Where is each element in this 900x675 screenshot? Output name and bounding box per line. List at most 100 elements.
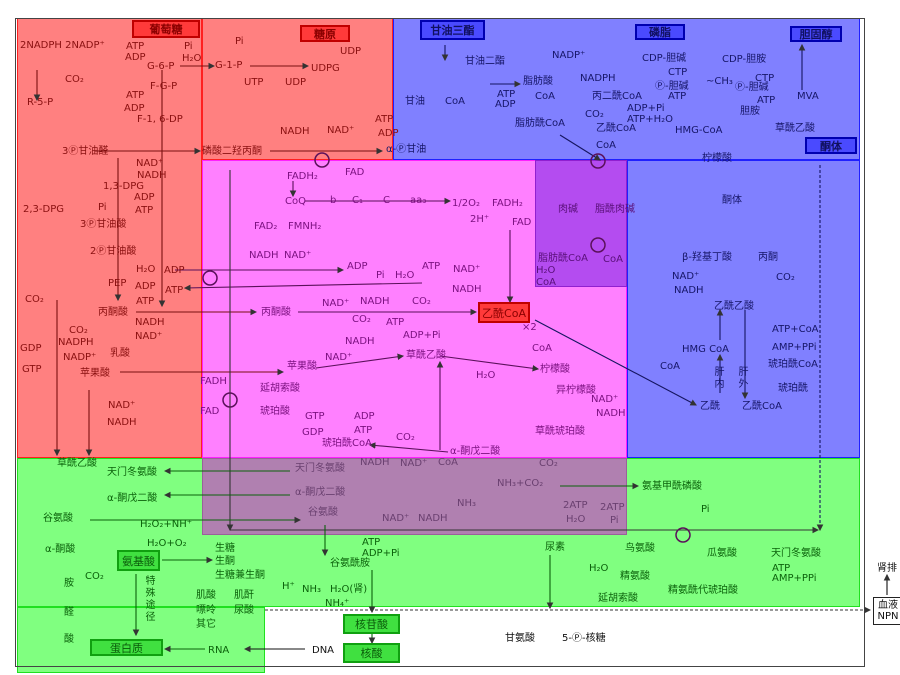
label-acetyl-coa2: 乙酰CoA <box>596 123 636 134</box>
label-akg3: α-酮戊二酸 <box>107 493 158 504</box>
label-hplus: H⁺ <box>282 581 295 592</box>
label-succinyl-coa2: 琥珀酰CoA <box>768 359 818 370</box>
nucleotide-box: 核苷酸 <box>343 614 400 634</box>
label-fatty-acyl-coa2: 脂肪酰CoA <box>538 253 588 264</box>
label-atp1: ATP <box>126 41 145 52</box>
phospholipid-box: 磷脂 <box>635 24 685 40</box>
label-dna: DNA <box>312 645 335 656</box>
label-atp8: ATP <box>386 317 405 328</box>
label-nh3co2: NH₃+CO₂ <box>497 478 544 489</box>
label-carbamoyl-p: 氨基甲酰磷酸 <box>642 481 702 492</box>
label-both: 生糖兼生酮 <box>215 570 265 581</box>
triglyceride-box: 甘油三酯 <box>420 20 485 40</box>
label-co2-3: CO₂ <box>69 325 88 336</box>
region-carbohydrate-top <box>202 18 393 160</box>
transporter-wheel-icon <box>675 527 691 543</box>
label-atp6: ATP <box>375 114 394 125</box>
label-dag: 甘油二酯 <box>465 56 505 67</box>
label-g6p: G-6-P <box>147 61 175 72</box>
region-carbohydrate-left <box>17 18 202 458</box>
label-ethanolamine: 胆胺 <box>740 106 760 117</box>
label-akg1: α-酮戊二酸 <box>450 446 501 457</box>
label-glu1: 谷氨酸 <box>308 507 338 518</box>
label-fad2: FAD <box>512 217 532 228</box>
label-atph2o: ATP+H₂O <box>627 114 673 125</box>
label-fatty-acid: 脂肪酸 <box>523 76 553 87</box>
label-cyt-b: b <box>330 195 337 206</box>
transporter-wheel-icon <box>590 153 606 169</box>
region-lipid-top <box>393 18 860 160</box>
label-nh3-1: NH₃ <box>457 498 477 509</box>
region-lipid-right <box>627 160 860 458</box>
label-aldehyde: 醛 <box>64 607 74 618</box>
label-pi7: Pi <box>376 270 385 281</box>
label-citrate2: 柠檬酸 <box>702 153 732 164</box>
label-succinate1: 琥珀酸 <box>260 406 290 417</box>
label-malate1: 苹果酸 <box>80 368 110 379</box>
label-nad5: NAD⁺ <box>284 250 312 261</box>
label-atp3: ATP <box>135 205 154 216</box>
label-f16dp: F-1, 6-DP <box>137 114 183 125</box>
label-akg2: α-酮戊二酸 <box>295 487 346 498</box>
label-isocitrate: 异柠檬酸 <box>556 385 596 396</box>
label-h2o2: H₂O <box>136 264 156 275</box>
label-asp1: 天门冬氨酸 <box>295 463 345 474</box>
label-adp5: ADP <box>135 281 156 292</box>
label-atp4: ATP <box>165 285 184 296</box>
label-glu2: 谷氨酸 <box>43 513 73 524</box>
label-hmg-coa2: HMG CoA <box>682 344 730 355</box>
cholesterol-box: 胆固醇 <box>790 26 842 42</box>
label-h2o10: H₂O <box>536 265 556 276</box>
label-liver-out: 肝外 <box>736 366 747 390</box>
label-nadh11: NADH <box>418 513 448 524</box>
label-nadh10: NADH <box>360 457 390 468</box>
label-nh3-2: NH₃ <box>302 584 322 595</box>
label-pi10: Pi <box>701 504 710 515</box>
label-co2-1: CO₂ <box>65 74 84 85</box>
label-coa4: CoA <box>535 91 555 102</box>
label-argininosuccinate: 精氨酰代琥珀酸 <box>668 585 738 596</box>
label-nad1: NAD⁺ <box>136 158 164 169</box>
label-acetone: 丙酮 <box>758 252 778 263</box>
label-fgp: F-G-P <box>150 81 178 92</box>
label-fad-2: FAD₂ <box>254 221 278 232</box>
label-co2-7: CO₂ <box>539 458 558 469</box>
label-fmnh2: FMNH₂ <box>288 221 322 232</box>
label-dhap: 磷酸二羟丙酮 <box>202 146 262 157</box>
label-coq: CoQ <box>285 196 306 207</box>
label-malonyl-coa: 丙二酰CoA <box>592 91 642 102</box>
label-fadh: FADH <box>200 376 227 387</box>
label-nadh12: NADH <box>674 285 704 296</box>
label-coa7: CoA <box>536 277 556 288</box>
label-fumarate2: 延胡索酸 <box>598 593 638 604</box>
label-lactate: 乳酸 <box>110 348 130 359</box>
label-pyruvate1: 丙酮酸 <box>98 307 128 318</box>
arrow-akg-to-succinylcoa <box>368 442 449 453</box>
label-citrulline: 瓜氨酸 <box>707 548 737 559</box>
label-h2o7: H₂O <box>395 270 415 281</box>
label-coa5: CoA <box>596 140 616 151</box>
label-atpcoa: ATP+CoA <box>772 324 819 335</box>
label-nad9: NAD⁺ <box>591 394 619 405</box>
label-gap: 3Ⓟ甘油醛 <box>62 146 109 157</box>
label-nad7: NAD⁺ <box>322 298 350 309</box>
transporter-wheel-icon <box>314 152 330 168</box>
label-pi1: Pi <box>184 41 193 52</box>
label-glycerol-p: α-Ⓟ甘油 <box>386 144 427 155</box>
label-ctp1: CTP <box>668 67 688 78</box>
label-other: 其它 <box>196 619 216 630</box>
label-creatine: 肌酸 <box>196 590 216 601</box>
label-acid: 酸 <box>64 634 74 645</box>
arrow-atp-back <box>183 282 423 292</box>
amino-acid-box: 氨基酸 <box>117 550 160 571</box>
label-special-path: 特殊途径 <box>143 575 154 623</box>
label-rna: RNA <box>208 645 230 656</box>
label-renal-excretion: 肾排 <box>877 563 897 574</box>
label-udp1: UDP <box>340 46 362 57</box>
label-liver-in: 肝内 <box>712 366 723 390</box>
region-carnitine <box>535 160 627 287</box>
label-p-choline: Ⓟ-胆碱 <box>655 81 689 92</box>
label-atp13: ATP <box>362 537 381 548</box>
label-half-o2: 1/2O₂ <box>452 198 480 209</box>
label-gtp2: GTP <box>305 411 325 422</box>
